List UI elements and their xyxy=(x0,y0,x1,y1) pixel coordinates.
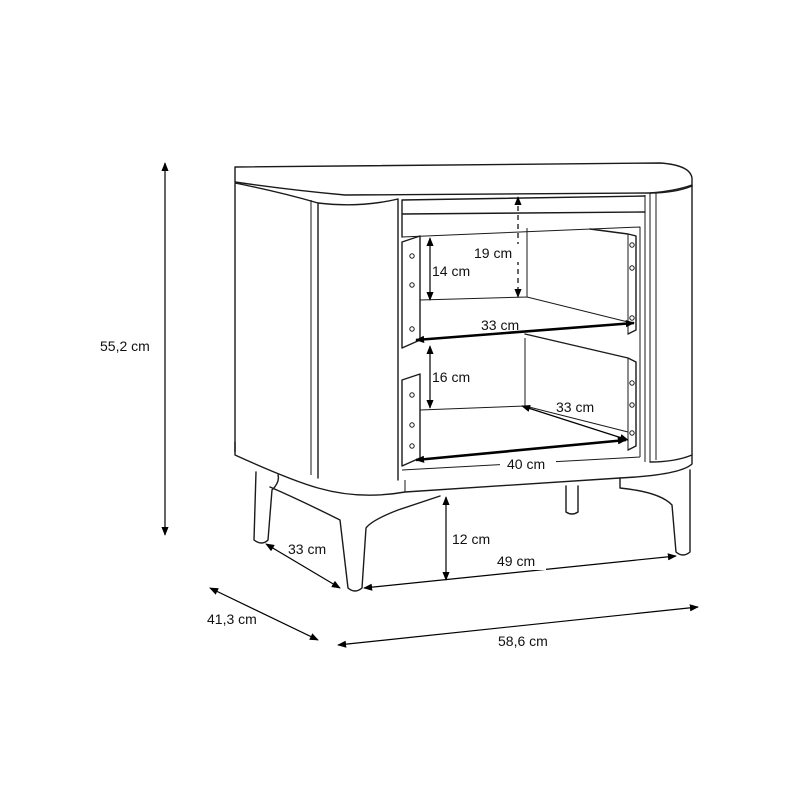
base-plinth xyxy=(234,441,693,496)
top-opening-label: 19 cm xyxy=(474,245,512,261)
top-drawer-height-label: 14 cm xyxy=(432,263,470,279)
bottom-drawer-depth-label: 33 cm xyxy=(556,399,594,415)
total-width-label: 58,6 cm xyxy=(498,633,548,649)
total-depth-label: 41,3 cm xyxy=(207,611,257,627)
leg-front-left xyxy=(269,486,441,592)
bottom-drawer xyxy=(401,333,637,467)
width-dimension-line xyxy=(337,604,699,648)
legs xyxy=(253,469,691,592)
nightstand-drawing xyxy=(234,162,693,592)
leg-depth-dimension-line xyxy=(265,543,341,589)
dimension-labels: 55,2 cm 41,3 cm 58,6 cm 33 cm 49 cm 12 c… xyxy=(100,244,594,649)
inner-width-dimension-line xyxy=(415,437,627,463)
inner-width-label: 40 cm xyxy=(507,456,545,472)
top-slab xyxy=(234,162,693,196)
top-drawer-depth-dimension-line xyxy=(415,320,635,343)
leg-width-dimension-line xyxy=(363,553,677,591)
leg-back-center xyxy=(565,485,579,515)
leg-width-label: 49 cm xyxy=(497,553,535,569)
leg-depth-label: 33 cm xyxy=(288,541,326,557)
dimension-lines xyxy=(161,162,699,648)
left-side-panel xyxy=(234,182,319,479)
depth-dimension-line xyxy=(209,587,319,641)
bottom-drawer-depth-dimension-line xyxy=(521,405,629,441)
front-left-column xyxy=(317,198,399,481)
top-drawer-depth-label: 33 cm xyxy=(481,317,519,333)
total-height-label: 55,2 cm xyxy=(100,338,150,354)
right-column xyxy=(649,184,693,463)
leg-back-left xyxy=(253,471,280,544)
leg-height-label: 12 cm xyxy=(452,531,490,547)
bottom-drawer-height-label: 16 cm xyxy=(432,369,470,385)
upper-rail xyxy=(401,195,646,238)
leg-front-right xyxy=(619,469,691,556)
